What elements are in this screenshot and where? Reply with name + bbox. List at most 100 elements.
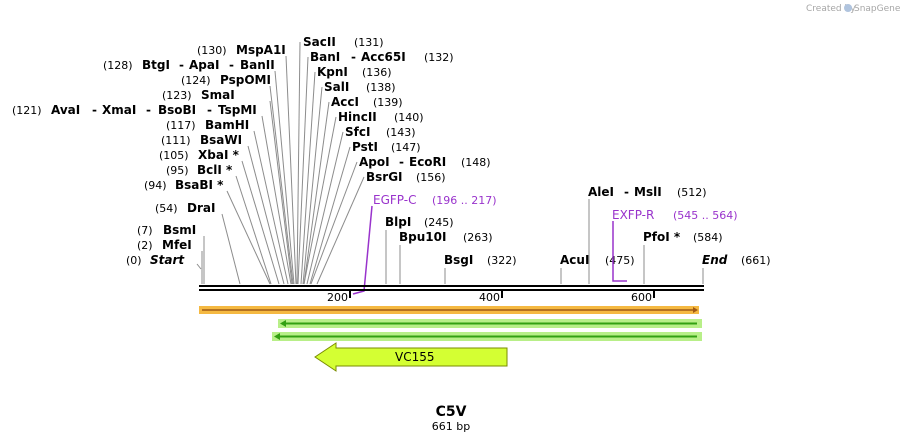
enzyme-name[interactable]: BsgI xyxy=(444,253,473,267)
primer-name: EXFP-R xyxy=(612,208,654,222)
enzyme-position: (584) xyxy=(693,231,723,244)
enzyme-name[interactable]: EcoRI xyxy=(409,155,446,169)
enzyme-name[interactable]: KpnI xyxy=(317,65,348,79)
enzyme-separator: - xyxy=(229,58,234,72)
enzyme-name[interactable]: XbaI * xyxy=(198,148,240,162)
dna-backbone xyxy=(199,285,704,291)
enzyme-position: (263) xyxy=(463,231,493,244)
enzyme-name[interactable]: BlpI xyxy=(385,215,411,229)
enzyme-position: (136) xyxy=(362,66,392,79)
enzyme-name[interactable]: TspMI xyxy=(218,103,257,117)
map-title: C5V xyxy=(436,404,467,420)
enzyme-name[interactable]: MspA1I xyxy=(236,43,286,57)
enzyme-name[interactable]: XmaI xyxy=(102,103,136,117)
enzyme-name[interactable]: AccI xyxy=(331,95,359,109)
tick-label: 600 xyxy=(631,291,652,304)
primer-range: (196 .. 217) xyxy=(432,194,497,207)
enzyme-name[interactable]: AleI xyxy=(588,185,614,199)
primer-range: (545 .. 564) xyxy=(673,209,738,222)
arrow-right-icon xyxy=(693,307,698,313)
credit-brand: SnapGene xyxy=(854,4,901,14)
enzyme-position: (95) xyxy=(166,164,189,177)
enzyme-name[interactable]: PfoI * xyxy=(643,230,681,244)
enzyme-position: (128) xyxy=(103,59,133,72)
enzyme-position: (148) xyxy=(461,156,491,169)
tick-label: 400 xyxy=(479,291,500,304)
enzyme-name[interactable]: BtgI xyxy=(142,58,170,72)
enzyme-name[interactable]: Bpu10I xyxy=(399,230,446,244)
enzyme-name[interactable]: ApoI xyxy=(359,155,390,169)
enzyme-position: (7) xyxy=(137,224,153,237)
start-label: Start xyxy=(150,253,185,267)
enzyme-name[interactable]: PspOMI xyxy=(220,73,271,87)
enzyme-position: (54) xyxy=(155,202,178,215)
enzyme-name[interactable]: PstI xyxy=(352,140,378,154)
enzyme-name[interactable]: DraI xyxy=(187,201,215,215)
enzyme-name[interactable]: Acc65I xyxy=(361,50,406,64)
enzyme-name[interactable]: BsrGI xyxy=(366,170,403,184)
enzyme-separator: - xyxy=(399,155,404,169)
enzyme-position: (147) xyxy=(391,141,421,154)
arrow-left-icon xyxy=(274,333,280,340)
enzyme-position: (475) xyxy=(605,254,635,267)
enzyme-name[interactable]: MfeI xyxy=(162,238,192,252)
feature-green-bar-2[interactable] xyxy=(272,332,702,341)
enzyme-name[interactable]: BanII xyxy=(240,58,275,72)
enzyme-name[interactable]: BclI * xyxy=(197,163,233,177)
enzyme-position: (2) xyxy=(137,239,153,252)
enzyme-position: (94) xyxy=(144,179,167,192)
enzyme-separator: - xyxy=(207,103,212,117)
enzyme-position: (121) xyxy=(12,104,42,117)
feature-label: VC155 xyxy=(395,350,435,364)
enzyme-name[interactable]: SalI xyxy=(324,80,349,94)
enzyme-position: (512) xyxy=(677,186,707,199)
enzyme-name[interactable]: SmaI xyxy=(201,88,235,102)
enzyme-name[interactable]: BsaBI * xyxy=(175,178,224,192)
end-label: End xyxy=(702,253,728,267)
primer-arrow-icon xyxy=(612,221,627,282)
enzyme-name[interactable]: BsmI xyxy=(163,223,196,237)
feature-green-bar-1[interactable] xyxy=(278,319,702,328)
enzyme-position: (124) xyxy=(181,74,211,87)
enzyme-separator: - xyxy=(351,50,356,64)
enzyme-separator: - xyxy=(624,185,629,199)
enzyme-name[interactable]: BanI xyxy=(310,50,340,64)
feature-vc155[interactable]: VC155 xyxy=(314,342,508,372)
map-length: 661 bp xyxy=(432,420,470,433)
enzyme-separator: - xyxy=(92,103,97,117)
enzyme-position: (143) xyxy=(386,126,416,139)
credit-text: Created by xyxy=(806,4,856,14)
enzyme-name[interactable]: ApaI xyxy=(189,58,219,72)
enzyme-name[interactable]: BsaWI xyxy=(200,133,242,147)
enzyme-position: (156) xyxy=(416,171,446,184)
enzyme-name[interactable]: BsoBI xyxy=(158,103,196,117)
end-position: (661) xyxy=(741,254,771,267)
enzyme-name[interactable]: HincII xyxy=(338,110,377,124)
tick-label: 200 xyxy=(327,291,348,304)
enzyme-name[interactable]: SfcI xyxy=(345,125,370,139)
enzyme-name[interactable]: SacII xyxy=(303,35,336,49)
enzyme-position: (322) xyxy=(487,254,517,267)
enzyme-position: (123) xyxy=(162,89,192,102)
primer-arrow-icon xyxy=(352,205,373,295)
enzyme-separator: - xyxy=(146,103,151,117)
enzyme-position: (130) xyxy=(197,44,227,57)
enzyme-position: (131) xyxy=(354,36,384,49)
feature-orange-bar[interactable] xyxy=(199,306,699,314)
enzyme-name[interactable]: BamHI xyxy=(205,118,249,132)
enzyme-position: (117) xyxy=(166,119,196,132)
enzyme-position: (138) xyxy=(366,81,396,94)
enzyme-position: (140) xyxy=(394,111,424,124)
primer-exfp-r[interactable]: EXFP-R (545 .. 564) xyxy=(612,208,738,282)
enzyme-separator: - xyxy=(179,58,184,72)
enzyme-position: (111) xyxy=(161,134,191,147)
enzyme-lead-lines xyxy=(196,41,704,285)
ruler-ticks: 200 400 600 xyxy=(327,291,655,304)
enzyme-name[interactable]: AvaI xyxy=(51,103,80,117)
primer-name: EGFP-C xyxy=(373,193,416,207)
start-position: (0) xyxy=(126,254,142,267)
enzyme-name[interactable]: AcuI xyxy=(560,253,589,267)
arrow-left-icon xyxy=(280,320,286,327)
enzyme-name[interactable]: MslI xyxy=(634,185,662,199)
